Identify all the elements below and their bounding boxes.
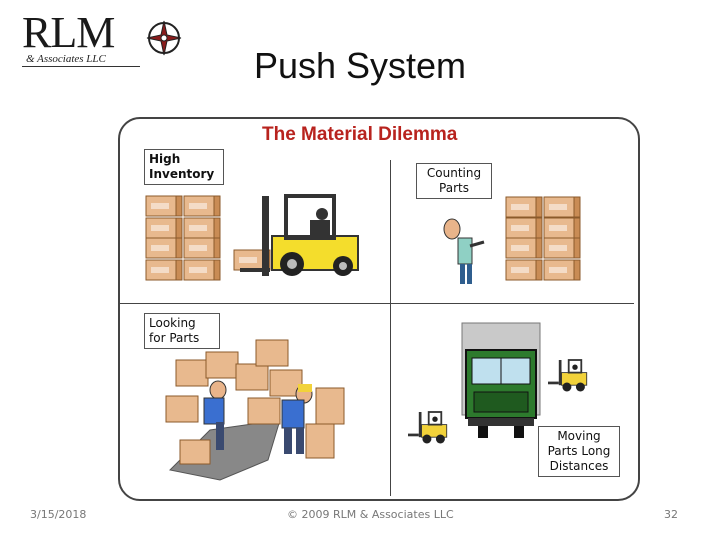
delivery-truck — [461, 322, 541, 438]
counting-person — [443, 218, 485, 284]
inventory-boxes-right — [505, 196, 581, 281]
quadrant-divider-vertical — [390, 160, 391, 496]
label-line: Counting — [426, 166, 482, 180]
footer-date: 3/15/2018 — [30, 508, 87, 521]
figure-title: The Material Dilemma — [262, 124, 458, 145]
label-line: Looking — [149, 316, 196, 330]
forklift-small-bottom — [407, 411, 448, 445]
label-line: for Parts — [149, 331, 200, 345]
company-logo: RLM & Associates LLC — [22, 8, 182, 70]
label-line: Parts — [439, 181, 469, 195]
label-counting-parts: Counting Parts — [416, 163, 492, 199]
logo-underline — [22, 66, 140, 67]
label-moving-parts: Moving Parts Long Distances — [538, 426, 620, 477]
footer-page-number: 32 — [664, 508, 678, 521]
label-line: Inventory — [149, 167, 215, 181]
footer-copyright: © 2009 RLM & Associates LLC — [287, 508, 454, 521]
forklift-small-top — [547, 359, 588, 393]
inventory-boxes-left — [145, 195, 271, 281]
slide-title: Push System — [253, 45, 467, 86]
forklift-large — [240, 194, 359, 276]
collision-scene — [165, 339, 345, 481]
quadrant-divider-horizontal — [120, 303, 634, 304]
label-line: Moving — [557, 429, 601, 443]
label-line: Parts Long — [547, 444, 611, 458]
label-line: Distances — [549, 459, 609, 473]
label-looking-for-parts: Looking for Parts — [144, 313, 220, 349]
label-line: High — [149, 152, 181, 166]
compass-icon — [146, 20, 182, 56]
logo-subtitle: & Associates LLC — [26, 53, 106, 65]
logo-text: RLM — [22, 8, 115, 57]
label-high-inventory: High Inventory — [144, 149, 224, 185]
